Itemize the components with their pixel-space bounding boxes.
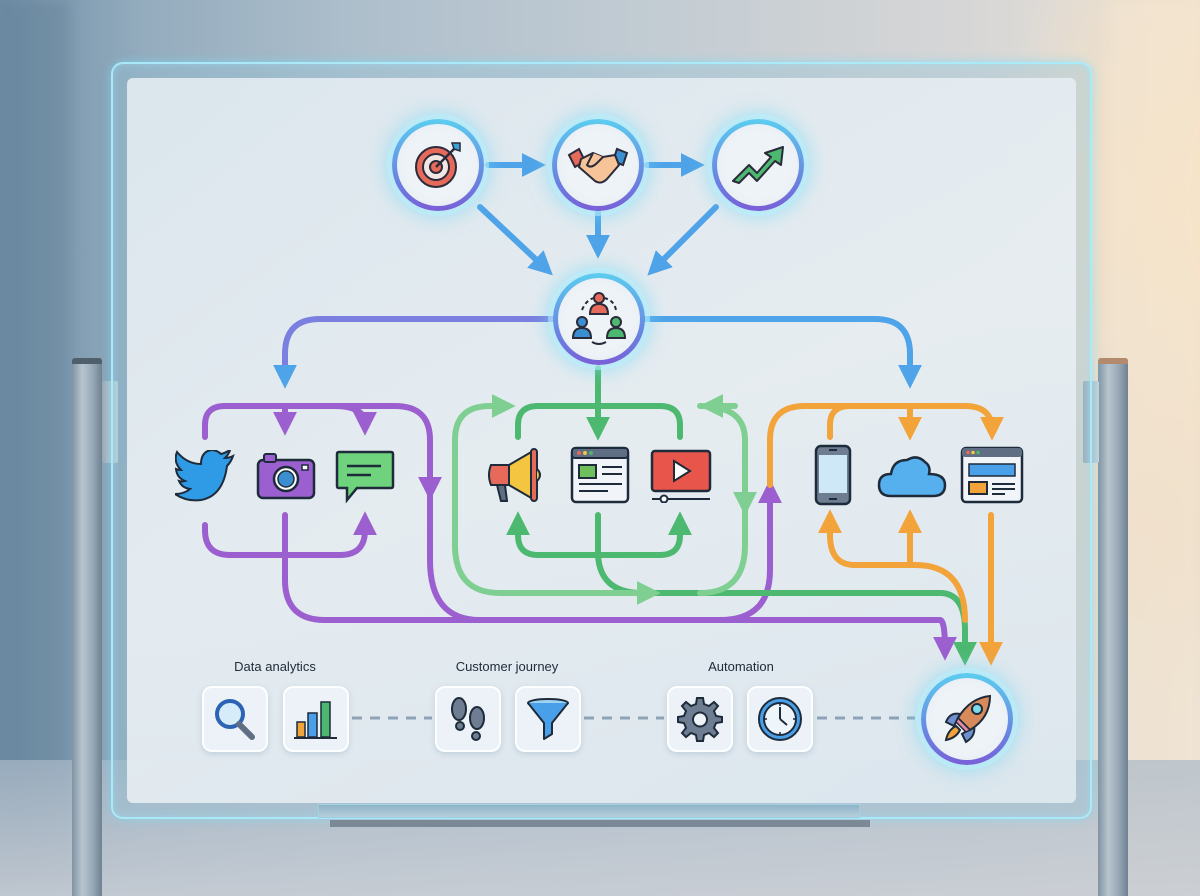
gear-tile[interactable] — [667, 686, 733, 752]
megaphone-icon[interactable] — [487, 447, 547, 505]
rocket-icon — [944, 694, 992, 744]
handshake-icon — [567, 147, 629, 184]
launch-node[interactable] — [921, 673, 1013, 765]
bar-chart-tile[interactable] — [283, 686, 349, 752]
background-window-column — [0, 0, 70, 896]
twitter-bird-icon[interactable] — [175, 450, 237, 502]
chat-bubble-icon[interactable] — [335, 450, 395, 504]
web-article-icon[interactable] — [570, 446, 630, 504]
audience-hub-node[interactable] — [553, 273, 645, 365]
team-group-icon — [571, 292, 627, 345]
clock-tile[interactable] — [747, 686, 813, 752]
footprints-icon — [451, 697, 485, 741]
gear-icon — [677, 697, 723, 742]
cloud-icon[interactable] — [877, 452, 947, 498]
marker-tray — [318, 804, 860, 818]
stand-post-right — [1098, 358, 1128, 896]
target-icon — [415, 142, 461, 188]
growth-node[interactable] — [712, 119, 804, 211]
group-label-automation: Automation — [708, 659, 774, 674]
bar-chart-icon — [294, 701, 337, 739]
trend-up-icon — [732, 146, 784, 184]
clock-icon — [758, 697, 802, 741]
video-player-icon[interactable] — [650, 449, 712, 503]
footprints-tile[interactable] — [435, 686, 501, 752]
funnel-icon — [527, 698, 569, 740]
stand-post-left — [72, 358, 102, 896]
goal-node[interactable] — [392, 119, 484, 211]
stand-bracket-left — [102, 381, 118, 463]
camera-icon[interactable] — [256, 450, 316, 500]
group-label-customer-journey: Customer journey — [455, 659, 559, 674]
group-label-data-analytics: Data analytics — [234, 659, 316, 674]
magnifier-tile[interactable] — [202, 686, 268, 752]
funnel-tile[interactable] — [515, 686, 581, 752]
magnifier-icon — [215, 699, 255, 740]
smartphone-icon[interactable] — [814, 444, 852, 506]
marker-tray-base — [330, 820, 870, 827]
web-layout-icon[interactable] — [960, 446, 1024, 504]
partnership-node[interactable] — [552, 119, 644, 211]
